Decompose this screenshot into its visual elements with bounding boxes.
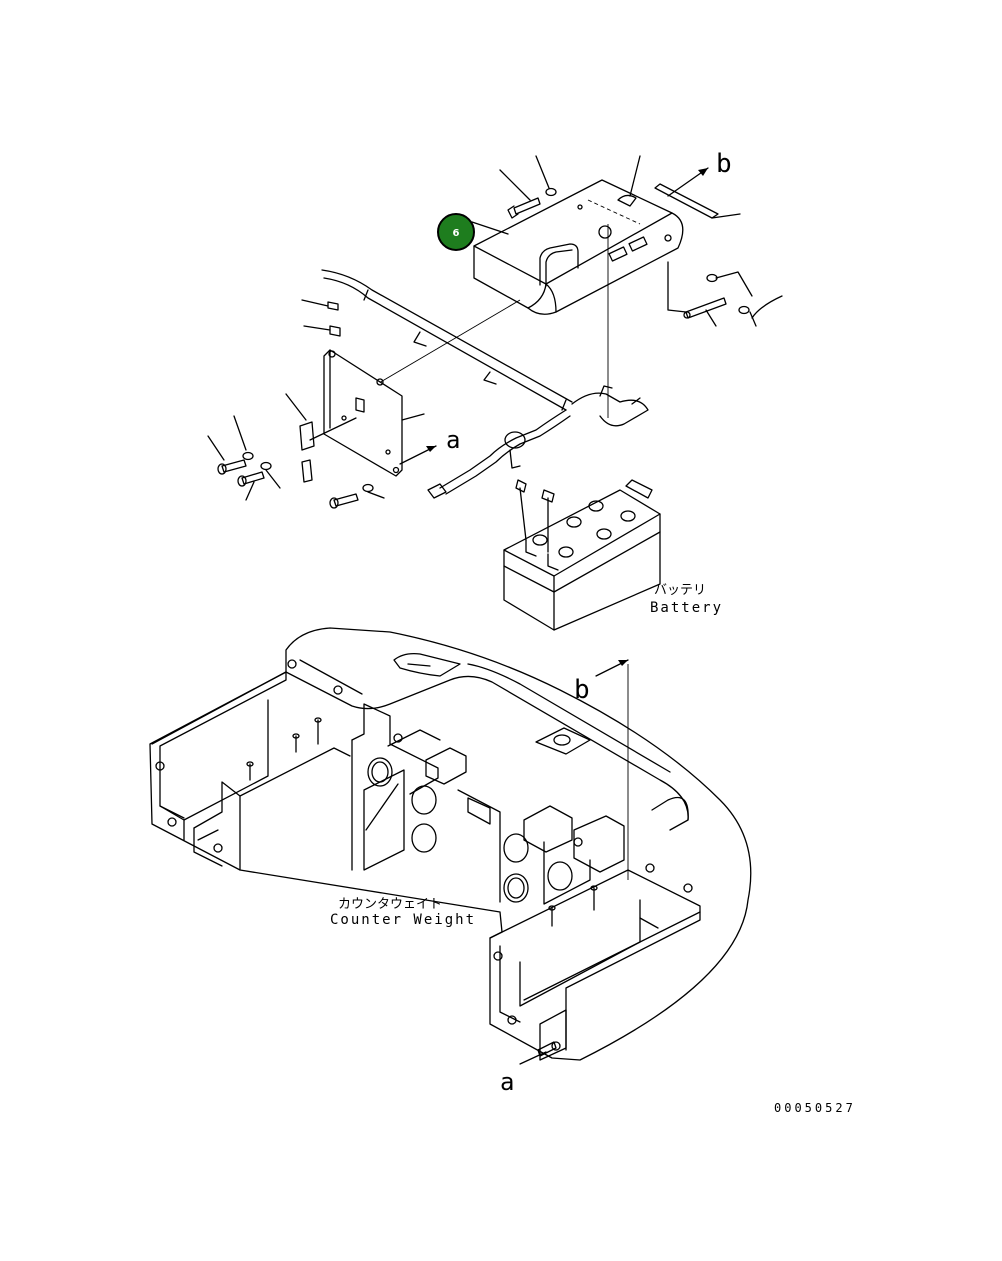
counter-weight <box>149 627 752 1061</box>
ref-label-b-bottom: b <box>574 675 590 705</box>
battery-cable <box>321 269 573 411</box>
callout-number[interactable]: 6 <box>453 228 460 239</box>
drawing-number: 00050527 <box>774 1101 856 1115</box>
stay-washers <box>706 271 783 327</box>
callout-marker[interactable] <box>437 213 475 251</box>
bracket-small-parts <box>301 299 341 337</box>
cover-bolt <box>499 169 541 219</box>
callout-6[interactable]: 6 <box>437 213 509 251</box>
counterweight-label-jp: カウンタウェイト <box>338 897 442 912</box>
clamp <box>285 393 357 483</box>
battery-cover <box>473 179 684 315</box>
ref-label-a-top: a <box>446 426 460 454</box>
cover-plate <box>629 155 741 219</box>
lower-bolt <box>329 483 385 509</box>
cover-washer <box>535 155 557 197</box>
counterweight-label-en: Counter Weight <box>330 912 476 928</box>
left-bolts <box>207 415 281 501</box>
arrow-a-bottom <box>519 1051 547 1065</box>
arrow-b-top <box>667 167 709 197</box>
ref-label-b-top: b <box>716 149 732 179</box>
arrow-b-bottom <box>595 659 629 880</box>
arrow-a-top <box>399 445 437 465</box>
wiring-harness <box>427 385 649 499</box>
ref-label-a-bottom: a <box>500 1068 514 1096</box>
battery-label-jp: バッテリ <box>654 583 706 598</box>
bracket-plate <box>323 349 425 477</box>
stay-bar <box>667 261 727 327</box>
battery <box>503 479 661 631</box>
battery-label-en: Battery <box>650 600 723 616</box>
